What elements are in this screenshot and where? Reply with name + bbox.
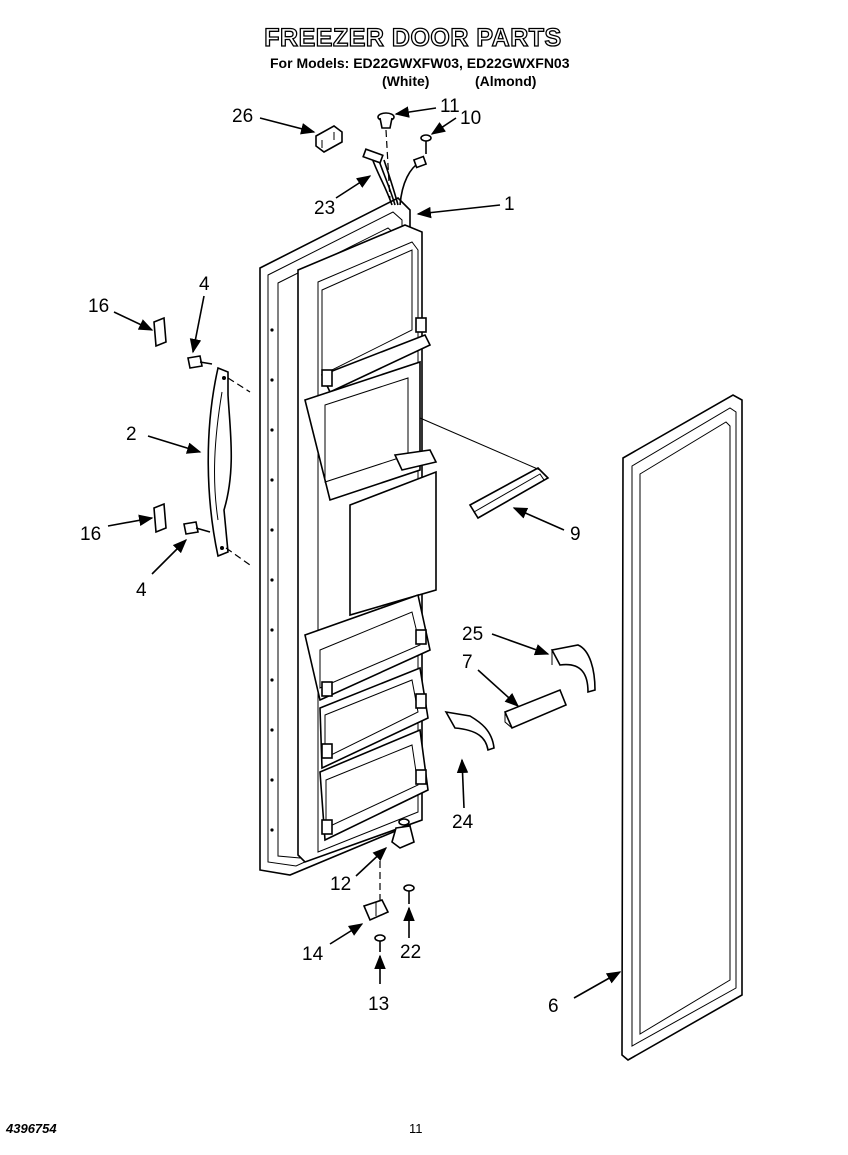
- door-panel-holes: [270, 328, 274, 832]
- hinge-part-12: [379, 818, 415, 900]
- handle-screw-upper: [187, 355, 213, 369]
- document-number: 4396754: [6, 1121, 57, 1136]
- bracket-part-14: [362, 899, 390, 922]
- connector-part-26: [315, 125, 343, 153]
- callout-12: 12: [330, 874, 351, 895]
- callout-22: 22: [400, 942, 421, 963]
- door-gasket-part-6: [621, 394, 743, 1061]
- door-liner: [297, 224, 438, 863]
- callout-7: 7: [462, 652, 473, 673]
- callout-labels: 26 11 10 23 1 4 16 2 16 4 9 25 7 24 12 1…: [80, 96, 581, 1017]
- callout-4-lower: 4: [136, 580, 147, 601]
- callout-23: 23: [314, 198, 335, 219]
- callout-26: 26: [232, 106, 253, 127]
- retainer-part-24: [444, 710, 495, 752]
- callout-1: 1: [504, 194, 515, 215]
- screw-part-13: [374, 934, 386, 952]
- plug-part-11: [377, 112, 395, 201]
- callout-14: 14: [302, 944, 324, 965]
- callout-16-upper: 16: [88, 296, 109, 317]
- leader-lines: [107, 106, 622, 999]
- callout-13: 13: [368, 994, 389, 1015]
- screw-part-10: [420, 134, 432, 154]
- variant-white-label: (White): [382, 73, 430, 89]
- screw-part-22: [403, 884, 415, 904]
- callout-10: 10: [460, 108, 481, 129]
- callout-2: 2: [126, 424, 137, 445]
- page-number: 11: [409, 1121, 423, 1136]
- callout-9: 9: [570, 524, 581, 545]
- variant-almond-label: (Almond): [475, 73, 537, 89]
- handle-cap-upper: [153, 316, 167, 348]
- handle-cap-lower: [153, 502, 167, 534]
- callout-25: 25: [462, 624, 483, 645]
- callout-4-upper: 4: [199, 274, 210, 295]
- models-subtitle: For Models: ED22GWXFW03, ED22GWXFN03: [270, 55, 570, 71]
- trim-part-25: [550, 644, 596, 694]
- callout-11: 11: [440, 96, 460, 117]
- shelf-front-part-7: [503, 688, 568, 730]
- handle-screw-lower: [183, 521, 211, 535]
- callout-16-lower: 16: [80, 524, 101, 545]
- rail-part-9: [419, 417, 550, 520]
- callout-6: 6: [548, 996, 559, 1017]
- diagram-title: FREEZER DOOR PARTS: [264, 23, 562, 52]
- door-handle: [207, 366, 251, 566]
- wire-harness: [362, 148, 428, 206]
- callout-24: 24: [452, 812, 474, 833]
